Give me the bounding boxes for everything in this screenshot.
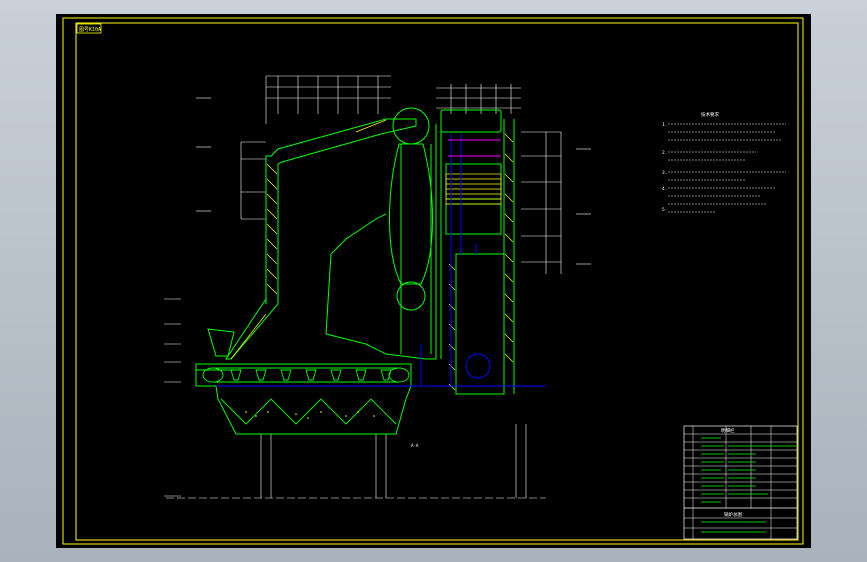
parts-list-table: 明细栏: [683, 425, 798, 540]
section-label: A-A: [411, 443, 419, 448]
note-3: 3.: [662, 170, 667, 176]
note-4: 4.: [662, 186, 667, 192]
inner-frame: [75, 22, 799, 541]
ash-hatch: [245, 411, 375, 419]
furnace-walls: [195, 107, 515, 435]
table-title: 明细栏: [721, 427, 735, 434]
outer-frame: [62, 17, 804, 545]
note-2: 2.: [662, 150, 667, 156]
technical-notes: 技术要求 1. 2. 3. 4. 5.: [662, 111, 786, 213]
header-accent: [448, 139, 501, 157]
note-1: 1.: [662, 122, 667, 128]
water-circuit: [216, 134, 546, 387]
title-tag-box: [76, 23, 102, 34]
title-tag: 图号K10A: [79, 27, 101, 33]
brick-setting: [230, 119, 514, 391]
notes-title: 技术要求: [701, 111, 719, 118]
boiler-drawing: 图号K10A: [62, 17, 804, 545]
note-5: 5.: [662, 207, 667, 213]
elevation-markers: [164, 97, 591, 497]
title-block-name: 锅炉总图: [724, 511, 742, 518]
chain-grate: [202, 367, 410, 425]
drawing-sheet: 图号K10A: [56, 14, 811, 548]
